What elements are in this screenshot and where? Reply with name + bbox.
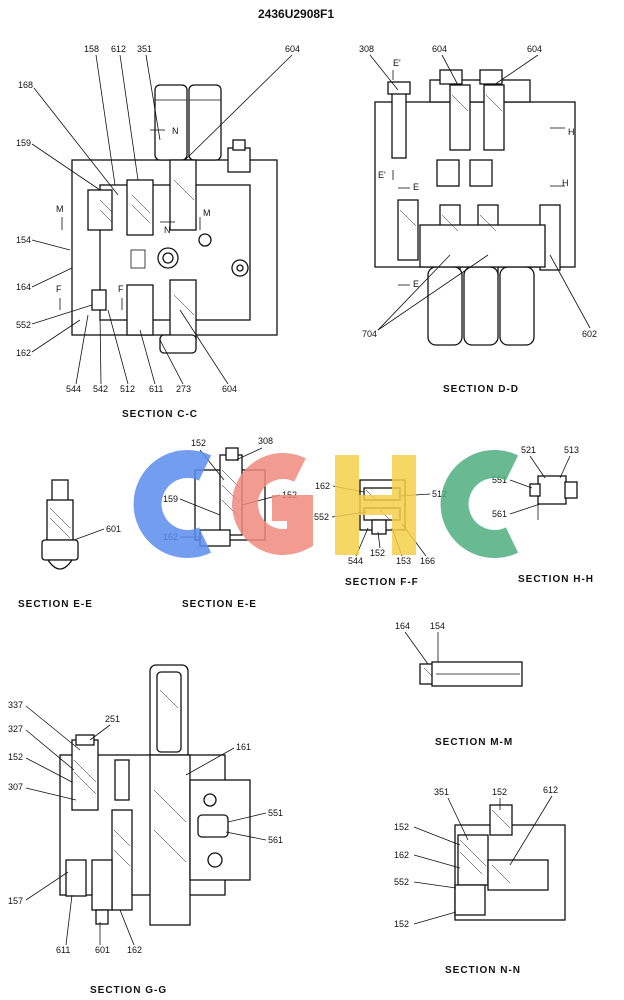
callout: 351 bbox=[434, 787, 449, 797]
callout: M bbox=[203, 208, 211, 218]
callout: 551 bbox=[492, 475, 507, 485]
drawing-title: 2436U2908F1 bbox=[258, 7, 334, 21]
callout: N bbox=[164, 225, 171, 235]
callout: 152 bbox=[370, 548, 385, 558]
callout: 307 bbox=[8, 782, 23, 792]
callout: 154 bbox=[430, 621, 445, 631]
callout: 611 bbox=[56, 945, 70, 955]
section-ee-mid: 152 308 159 152 162 SECTION E-E bbox=[163, 436, 297, 610]
section-nn: 351 152 612 152 162 552 152 SECTION N-N bbox=[394, 785, 566, 976]
section-ee-left: 601 SECTION E-E bbox=[18, 479, 121, 610]
callout: 513 bbox=[564, 445, 579, 455]
callout: 164 bbox=[16, 282, 31, 292]
section-cc: 158 612 351 604 168 159 M N N M 154 164 … bbox=[16, 44, 300, 420]
section-gg: 337 251 327 152 307 161 551 561 157 611 … bbox=[8, 664, 283, 996]
section-label: SECTION E-E bbox=[18, 599, 93, 610]
callout: 521 bbox=[521, 445, 536, 455]
callout: 561 bbox=[268, 835, 283, 845]
callout: 162 bbox=[16, 348, 31, 358]
callout: 612 bbox=[111, 44, 126, 54]
section-label: SECTION N-N bbox=[445, 965, 521, 976]
callout: E bbox=[413, 279, 419, 289]
callout: 601 bbox=[106, 524, 121, 534]
callout: 162 bbox=[394, 850, 409, 860]
callout: 552 bbox=[394, 877, 409, 887]
callout: 704 bbox=[362, 329, 377, 339]
section-dd: 308 604 604 E' H E' E H E 704 602 SECTIO… bbox=[359, 44, 597, 395]
callout: E' bbox=[393, 58, 401, 68]
section-label: SECTION E-E bbox=[182, 599, 257, 610]
watermark-logo bbox=[133, 450, 519, 558]
callout: 552 bbox=[314, 512, 329, 522]
callout: 161 bbox=[236, 742, 251, 752]
callout: 602 bbox=[582, 329, 597, 339]
callout: 604 bbox=[432, 44, 447, 54]
section-mm: 164 154 SECTION M-M bbox=[395, 621, 523, 748]
section-hh: 521 513 551 561 SECTION H-H bbox=[492, 445, 594, 585]
callout: 604 bbox=[222, 384, 237, 394]
callout: 273 bbox=[176, 384, 191, 394]
callout: 154 bbox=[16, 235, 31, 245]
callout: 337 bbox=[8, 700, 23, 710]
callout: H bbox=[568, 127, 575, 137]
callout: 164 bbox=[395, 621, 410, 631]
callout: 544 bbox=[66, 384, 81, 394]
callout: 351 bbox=[137, 44, 152, 54]
section-label: SECTION C-C bbox=[122, 409, 198, 420]
callout: 552 bbox=[16, 320, 31, 330]
callout: 308 bbox=[258, 436, 273, 446]
callout: 611 bbox=[149, 384, 163, 394]
callout: E bbox=[413, 182, 419, 192]
callout: 544 bbox=[348, 556, 363, 566]
callout: 542 bbox=[93, 384, 108, 394]
callout: 604 bbox=[527, 44, 542, 54]
callout: 551 bbox=[268, 808, 283, 818]
callout: 157 bbox=[8, 896, 23, 906]
section-label: SECTION F-F bbox=[345, 577, 419, 588]
callout: 327 bbox=[8, 724, 23, 734]
callout: 612 bbox=[543, 785, 558, 795]
section-label: SECTION H-H bbox=[518, 574, 594, 585]
callout: 308 bbox=[359, 44, 374, 54]
callout: 159 bbox=[16, 138, 31, 148]
callout: 512 bbox=[432, 489, 447, 499]
callout: 152 bbox=[8, 752, 23, 762]
callout: 153 bbox=[396, 556, 411, 566]
callout: 251 bbox=[105, 714, 120, 724]
callout: 152 bbox=[492, 787, 507, 797]
callout: E' bbox=[378, 170, 386, 180]
callout: 162 bbox=[127, 945, 142, 955]
section-label: SECTION G-G bbox=[90, 985, 167, 996]
callout: F bbox=[56, 284, 62, 294]
callout: 159 bbox=[163, 494, 178, 504]
callout: 601 bbox=[95, 945, 110, 955]
callout: 168 bbox=[18, 80, 33, 90]
section-label: SECTION M-M bbox=[435, 737, 513, 748]
callout: 604 bbox=[285, 44, 300, 54]
callout: N bbox=[172, 126, 179, 136]
callout: 152 bbox=[191, 438, 206, 448]
callout: H bbox=[562, 178, 569, 188]
callout: 561 bbox=[492, 509, 507, 519]
callout: F bbox=[118, 284, 124, 294]
callout: 158 bbox=[84, 44, 99, 54]
callout: M bbox=[56, 204, 64, 214]
callout: 166 bbox=[420, 556, 435, 566]
section-label: SECTION D-D bbox=[443, 384, 519, 395]
callout: 152 bbox=[394, 822, 409, 832]
callout: 152 bbox=[394, 919, 409, 929]
callout: 162 bbox=[315, 481, 330, 491]
callout: 512 bbox=[120, 384, 135, 394]
